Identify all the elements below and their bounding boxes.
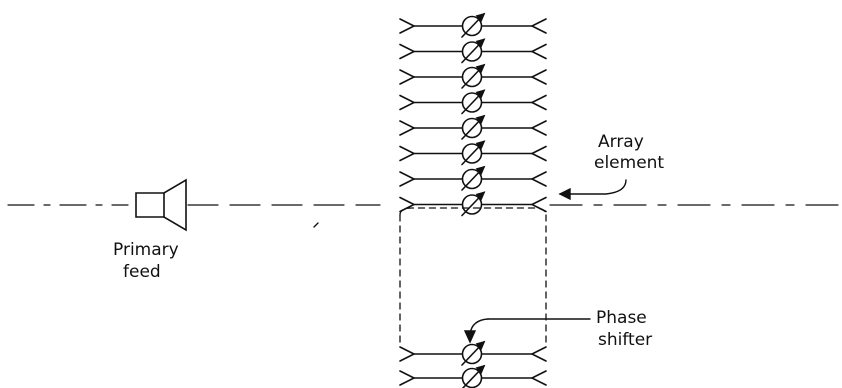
phase-shifter — [461, 63, 486, 89]
phase-shifter — [461, 191, 486, 217]
element-left-terminal — [399, 196, 416, 213]
array-element — [399, 89, 547, 115]
element-left-terminal — [399, 346, 416, 362]
element-left-terminal — [399, 171, 416, 187]
element-right-terminal — [530, 43, 547, 60]
phase-shifter — [461, 364, 486, 388]
phase-shifter — [461, 38, 486, 64]
array-element — [399, 38, 547, 64]
phase-shifter — [461, 12, 486, 38]
array-element — [399, 340, 547, 366]
array-element — [399, 364, 547, 388]
element-right-terminal — [530, 18, 547, 34]
array-elements — [399, 12, 547, 388]
element-right-terminal — [530, 171, 547, 187]
element-right-terminal — [530, 370, 547, 386]
array-element — [399, 12, 547, 38]
array-element — [399, 63, 547, 89]
array-element-label-line2: element — [594, 153, 665, 173]
phase-shifter — [461, 114, 486, 140]
array-element — [399, 165, 547, 191]
phase-shifter — [461, 340, 486, 366]
element-left-terminal — [399, 120, 416, 136]
element-right-terminal — [530, 346, 547, 362]
phase-shifter — [461, 140, 486, 166]
element-left-terminal — [399, 43, 416, 60]
element-right-terminal — [530, 94, 547, 111]
element-left-terminal — [399, 18, 416, 34]
primary-feed-label-line2: feed — [123, 262, 161, 282]
element-left-terminal — [399, 94, 416, 111]
primary-feed-horn — [135, 178, 187, 232]
element-right-terminal — [530, 145, 547, 162]
element-left-terminal — [399, 69, 416, 85]
phase-shifter — [461, 165, 486, 191]
array-element — [399, 114, 547, 140]
element-right-terminal — [530, 69, 547, 85]
stray-mark — [313, 222, 319, 228]
array-element-leader — [558, 179, 627, 201]
phase-shifter-label-line1: Phase — [596, 308, 647, 328]
primary-feed-label-line1: Primary — [113, 240, 179, 260]
phase-shifter-label-line2: shifter — [598, 330, 653, 350]
array-element-label-line1: Array — [598, 132, 644, 152]
phase-shifter — [461, 89, 486, 115]
array-element — [399, 191, 547, 217]
element-right-terminal — [530, 196, 547, 213]
element-left-terminal — [399, 370, 416, 386]
array-element — [399, 140, 547, 166]
element-right-terminal — [530, 120, 547, 136]
phase-shifter-leader — [463, 318, 591, 344]
element-left-terminal — [399, 145, 416, 162]
omitted-elements-loop — [399, 207, 547, 345]
